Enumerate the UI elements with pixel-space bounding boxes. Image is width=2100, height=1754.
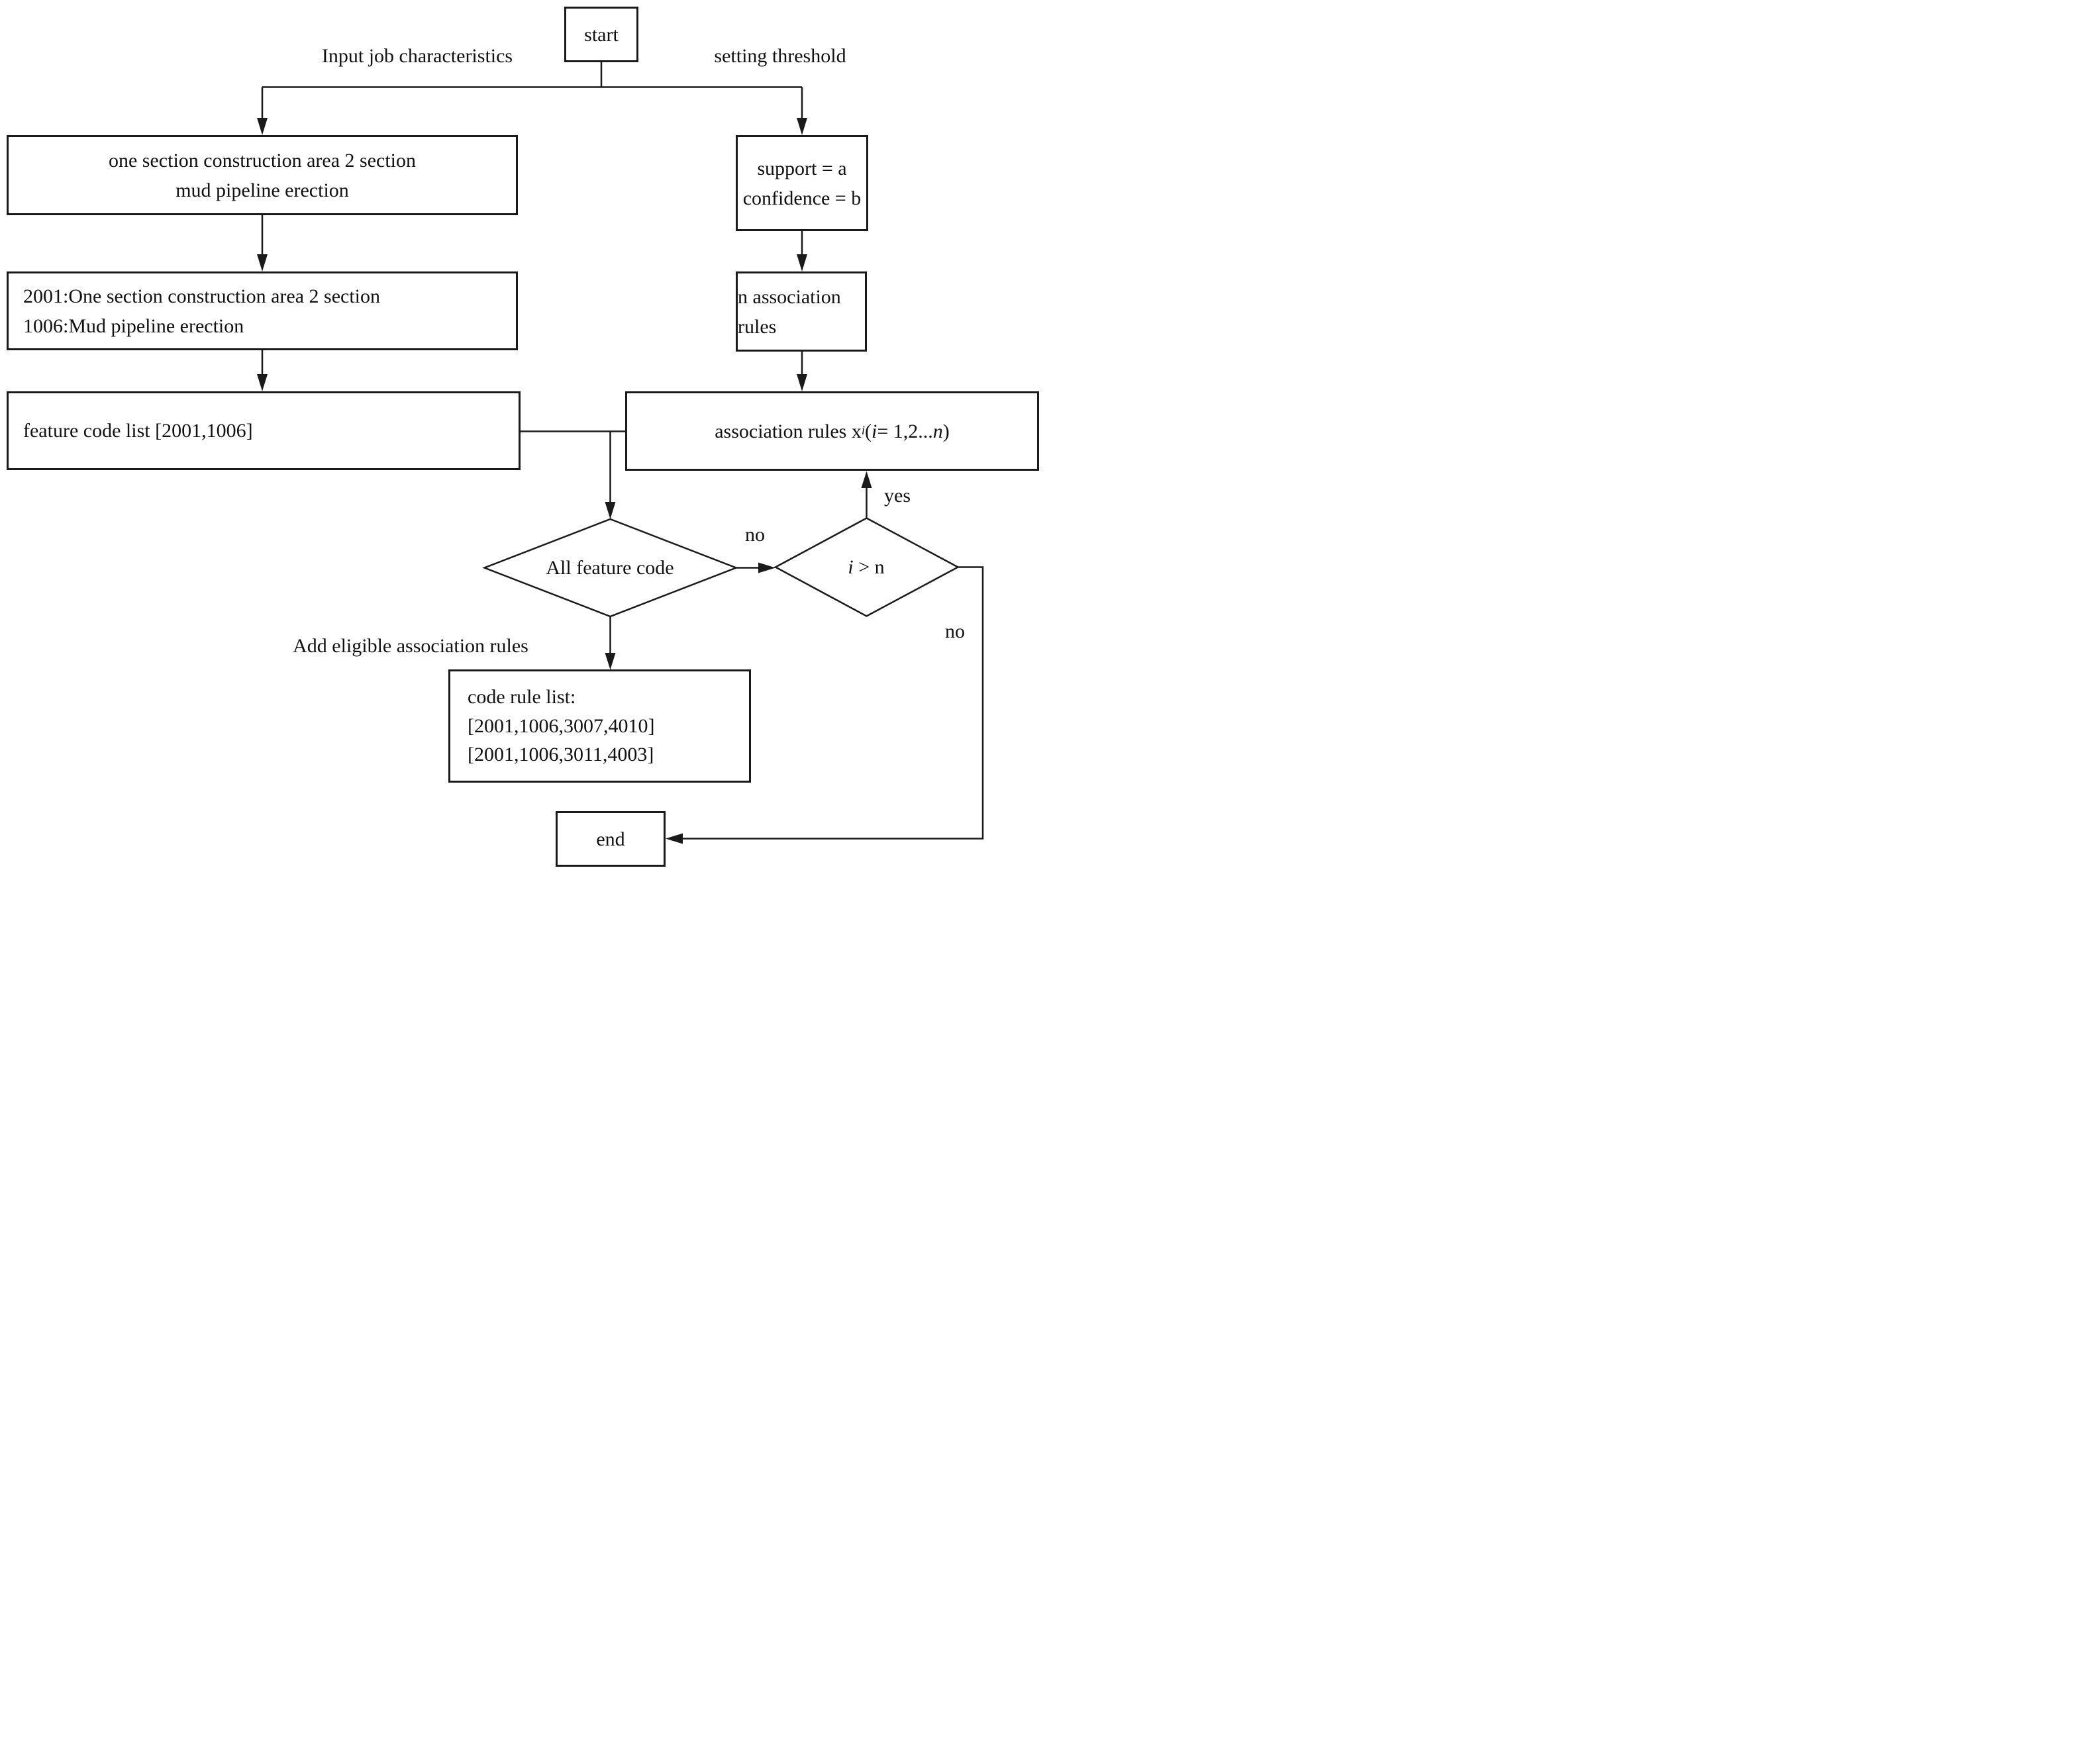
flowchart-canvas: start Input job characteristics setting …: [0, 0, 1050, 877]
no-branch-label-middle: no: [745, 524, 765, 546]
code-rule-line-3: [2001,1006,3011,4003]: [468, 744, 654, 766]
assoc-var-i: i: [872, 420, 877, 442]
assoc-subscript: i: [861, 424, 866, 438]
start-label: start: [584, 23, 619, 46]
arrowhead-into-ign: [758, 562, 775, 573]
all-feature-code-label: All feature code: [546, 557, 674, 579]
arrowhead-into-feature: [257, 374, 268, 391]
add-eligible-rules-label: Add eligible association rules: [293, 635, 528, 657]
assoc-var-n: n: [932, 420, 943, 442]
yes-branch-label: yes: [884, 485, 911, 507]
edge-ign-no-elbow: [681, 566, 984, 840]
arrowhead-into-threshold: [797, 118, 807, 135]
job-description-node: one section construction area 2 section …: [7, 135, 518, 215]
edge-start-split-rail: [261, 62, 803, 119]
start-node: start: [564, 7, 638, 62]
codes-line-1: 2001:One section construction area 2 sec…: [23, 285, 381, 307]
assoc-paren-close: ): [942, 420, 950, 442]
feature-code-list-node: feature code list [2001,1006]: [7, 391, 521, 470]
decision-all-feature-code: [482, 518, 738, 618]
codes-line-2: 1006:Mud pipeline erection: [23, 315, 244, 337]
input-job-characteristics-label: Input job characteristics: [321, 45, 513, 67]
i-greater-n-label: i > n: [848, 556, 885, 578]
code-rule-line-2: [2001,1006,3007,4010]: [468, 714, 655, 737]
arrowhead-into-allfeature: [605, 502, 616, 519]
n-association-rules-node: n association rules: [736, 271, 867, 352]
no-branch-label-right: no: [945, 620, 965, 642]
threshold-line-1: support = a: [757, 157, 847, 179]
job-line-2: mud pipeline erection: [175, 179, 349, 201]
decision-i-greater-n: [774, 517, 960, 617]
assoc-paren-open: (: [865, 420, 872, 442]
threshold-line-2: confidence = b: [742, 187, 862, 209]
feature-codes-node: 2001:One section construction area 2 sec…: [7, 271, 518, 350]
end-node: end: [556, 811, 666, 867]
assoc-mid: = 1,2...: [877, 420, 933, 442]
code-rule-line-1: code rule list:: [468, 686, 576, 708]
arrowhead-into-end: [666, 833, 683, 844]
arrowhead-yes-into-assoc: [861, 471, 872, 488]
arrowhead-into-codes: [257, 254, 268, 271]
assoc-prefix: association rules x: [715, 420, 862, 442]
connector-layer: [257, 62, 984, 844]
arrowhead-into-assoc: [797, 374, 807, 391]
setting-threshold-label: setting threshold: [714, 45, 846, 67]
code-rule-list-node: code rule list: [2001,1006,3007,4010] [2…: [448, 669, 751, 783]
job-line-1: one section construction area 2 section: [108, 149, 416, 171]
arrowhead-into-job: [257, 118, 268, 135]
arrowhead-into-nrules: [797, 254, 807, 271]
arrowhead-into-coderule: [605, 653, 616, 670]
threshold-node: support = a confidence = b: [736, 135, 868, 231]
